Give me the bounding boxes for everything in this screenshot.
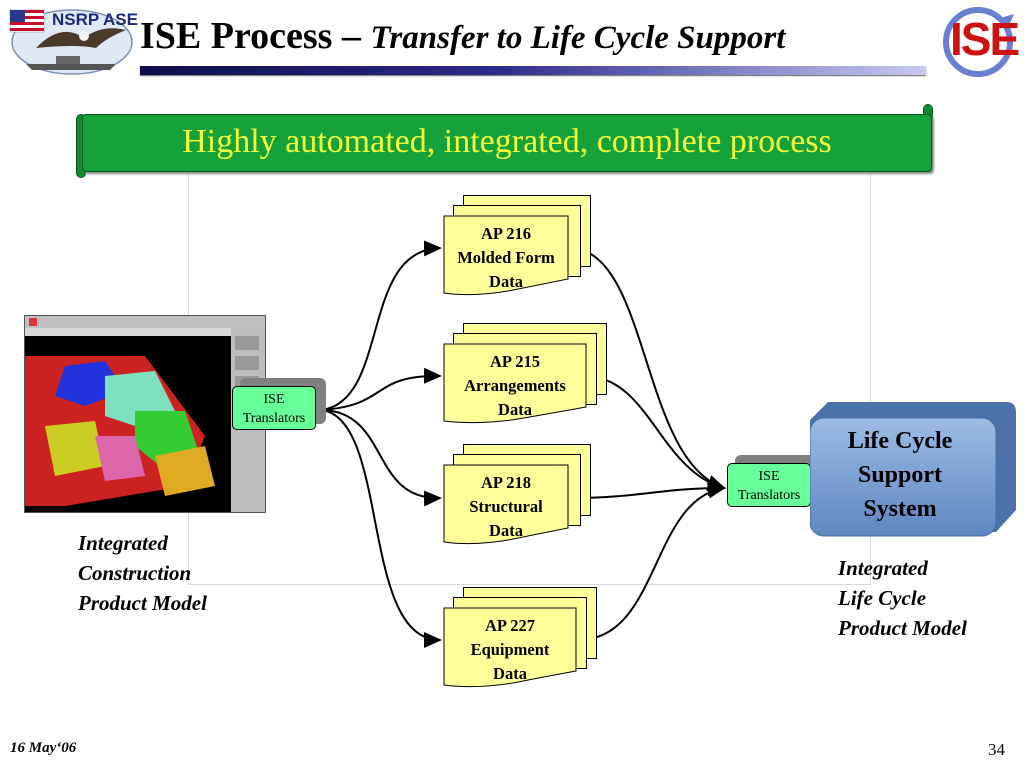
translator-label: Translators [737, 488, 801, 503]
data-label: Data [493, 664, 527, 683]
caption-line: Integrated [838, 556, 928, 580]
ise-translators-left: ISE Translators [232, 378, 326, 432]
data-stack-ap227: AP 227 Equipment Data [443, 587, 597, 688]
caption-construction-model: Integrated Construction Product Model [78, 528, 207, 618]
logo-text: NSRP ASE [52, 10, 138, 29]
translator-label: ISE [263, 392, 285, 407]
footer-date: 16 May‘06 [10, 740, 77, 756]
caption-lifecycle-model: Integrated Life Cycle Product Model [838, 553, 967, 643]
data-label: Arrangements [464, 376, 566, 395]
ise-translators-right: ISE Translators [727, 455, 821, 509]
nsrp-ase-logo: NSRP ASE [6, 4, 138, 76]
data-label: Data [498, 400, 532, 419]
data-stack-ap218: AP 218 Structural Data [443, 444, 591, 545]
caption-line: Product Model [838, 616, 967, 640]
lifecycle-label: Life Cycle [847, 428, 953, 454]
page-title: ISE Process – Transfer to Life Cycle Sup… [140, 14, 785, 58]
caption-line: Product Model [78, 591, 207, 615]
ise-logo-text: ISE [950, 13, 1020, 65]
data-stack-ap215: AP 215 Arrangements Data [443, 323, 607, 424]
product-model-screenshot [24, 315, 266, 513]
caption-line: Integrated [78, 531, 168, 555]
lifecycle-support-system: Life Cycle Support System [810, 398, 1018, 538]
lifecycle-label: System [863, 496, 937, 522]
data-label: Structural [469, 497, 543, 516]
title-subtitle: Transfer to Life Cycle Support [370, 20, 786, 56]
page-number: 34 [988, 740, 1005, 759]
caption-line: Life Cycle [838, 586, 927, 610]
ise-logo: ISE [940, 4, 1020, 78]
guide-line [188, 584, 871, 585]
data-label: Data [489, 272, 523, 291]
data-label: Molded Form [457, 248, 555, 267]
lifecycle-label: Support [857, 462, 943, 488]
title-main: ISE Process – [140, 15, 371, 57]
title-rule [140, 66, 926, 75]
data-label: AP 216 [481, 224, 531, 243]
data-label: AP 215 [490, 352, 540, 371]
data-label: Equipment [470, 640, 550, 659]
data-label: Data [489, 521, 523, 540]
data-label: AP 227 [485, 616, 535, 635]
data-label: AP 218 [481, 473, 531, 492]
data-stack-ap216: AP 216 Molded Form Data [443, 195, 591, 296]
guide-line [870, 170, 871, 584]
translator-label: ISE [758, 469, 780, 484]
caption-line: Construction [78, 561, 192, 585]
translator-label: Translators [242, 411, 306, 426]
banner: Highly automated, integrated, complete p… [82, 114, 932, 172]
banner-text: Highly automated, integrated, complete p… [182, 123, 832, 160]
